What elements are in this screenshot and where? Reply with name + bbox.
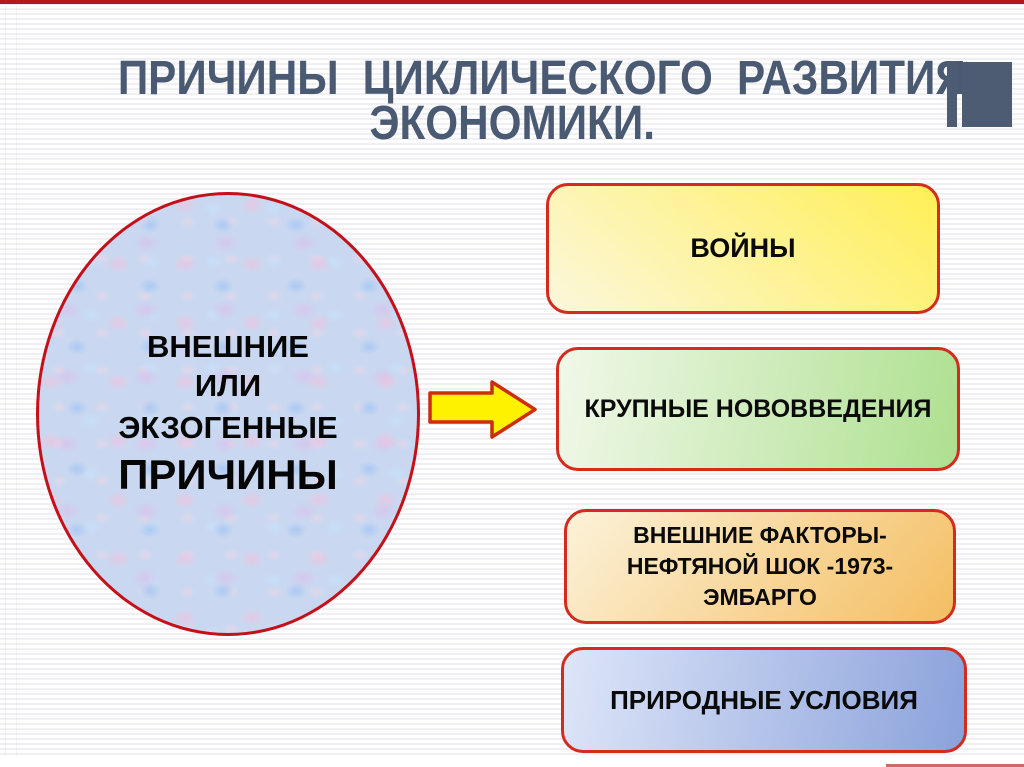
- causes-ellipse-label: ВНЕШНИЕ ИЛИ ЭКЗОГЕННЫЕ ПРИЧИНЫ: [36, 192, 420, 636]
- slide-title-line1: ПРИЧИНЫ ЦИКЛИЧЕСКОГО РАЗВИТИЯ: [117, 52, 966, 105]
- ellipse-line: ИЛИ: [194, 368, 262, 403]
- reason-box-label: ПРИРОДНЫЕ УСЛОВИЯ: [610, 684, 918, 715]
- reason-box-label: КРУПНЫЕ НОВОВВЕДЕНИЯ: [584, 394, 932, 423]
- reason-box-natural-conditions: ПРИРОДНЫЕ УСЛОВИЯ: [561, 647, 967, 753]
- reason-box-external-factors: ВНЕШНИЕ ФАКТОРЫ- НЕФТЯНОЙ ШОК -1973- ЭМБ…: [564, 509, 956, 624]
- slide-title-line2: ЭКОНОМИКИ.: [369, 97, 655, 150]
- slide-title: ПРИЧИНЫ ЦИКЛИЧЕСКОГО РАЗВИТИЯ ЭКОНОМИКИ.: [60, 52, 966, 150]
- causes-ellipse: [36, 192, 420, 636]
- ellipse-line: ПРИЧИНЫ: [118, 451, 338, 498]
- left-margin-hairline: [5, 0, 6, 767]
- reason-box-wars: ВОЙНЫ: [546, 183, 940, 314]
- title-decoration-bar: [947, 62, 957, 127]
- ellipse-line: ВНЕШНИЕ: [147, 329, 309, 364]
- reason-box-innovations: КРУПНЫЕ НОВОВВЕДЕНИЯ: [556, 347, 960, 471]
- right-arrow-icon: [428, 380, 537, 439]
- bottom-accent-line: [886, 764, 1024, 767]
- left-margin-hairline: [16, 0, 17, 767]
- reason-box-label: ВОЙНЫ: [690, 233, 796, 263]
- ellipse-line: ЭКЗОГЕННЫЕ: [118, 410, 338, 445]
- top-accent-line: [0, 0, 1024, 4]
- bottom-margin: [0, 755, 1024, 767]
- title-decoration-square: [962, 62, 1012, 127]
- reason-box-label: ВНЕШНИЕ ФАКТОРЫ- НЕФТЯНОЙ ШОК -1973- ЭМБ…: [626, 522, 894, 610]
